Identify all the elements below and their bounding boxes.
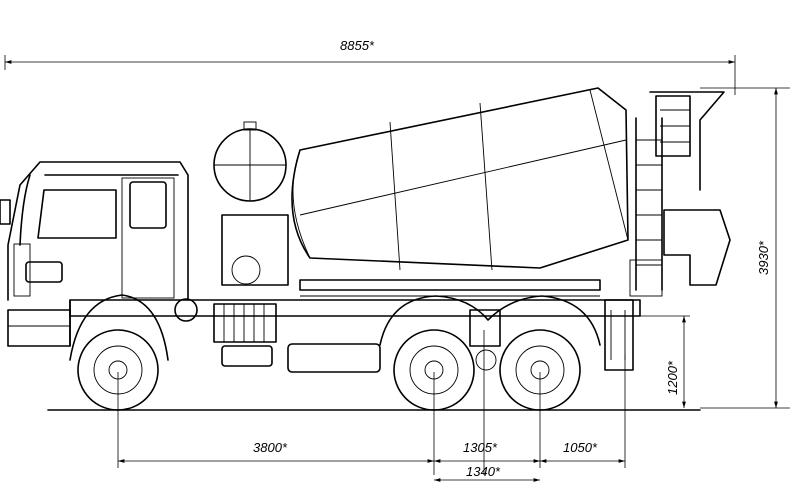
- windshield: [37, 189, 117, 239]
- dimension-frame-height: 1200*: [640, 315, 690, 408]
- spare-tank: [174, 298, 198, 322]
- grille: [13, 243, 31, 297]
- chute-support: [629, 259, 663, 297]
- dimension-overall-length: 8855*: [4, 38, 736, 95]
- air-tank-ribs: [223, 304, 265, 342]
- chassis-frame: [69, 299, 641, 371]
- truck-cab: [7, 161, 189, 347]
- pump: [231, 255, 261, 285]
- air-tank: [213, 303, 277, 343]
- side-mirror: [0, 199, 11, 225]
- dim-label-wheelbase-front: 3800*: [253, 440, 288, 455]
- dim-label-rear-axle-spacing: 1305*: [463, 440, 498, 455]
- rear-ladder: [635, 117, 663, 291]
- dimension-wheelbase: 3800* 1305* 1050* 1340*: [117, 330, 626, 482]
- headlight: [25, 261, 63, 283]
- dim-label-overall-height: 3930*: [756, 240, 771, 275]
- battery-box: [221, 345, 273, 367]
- water-tank: [213, 121, 287, 202]
- fuel-tank: [287, 343, 381, 373]
- rear-wheel-2: [499, 329, 581, 411]
- rear-wheel-1: [393, 329, 475, 411]
- discharge-chute: [663, 209, 731, 286]
- dim-label-frame-height: 1200*: [665, 360, 680, 395]
- drum-support-rail: [299, 279, 601, 291]
- cab-door: [121, 177, 175, 299]
- rear-fender: [379, 295, 601, 346]
- dim-label-rear-axle-group: 1340*: [466, 464, 501, 479]
- dim-label-rear-overhang: 1050*: [563, 440, 598, 455]
- loading-hopper: [649, 91, 725, 191]
- cab-door-window: [129, 181, 167, 229]
- drive-engine: [221, 214, 289, 286]
- front-wheel: [69, 294, 169, 411]
- dim-label-overall-length: 8855*: [340, 38, 375, 53]
- mixer-drum: [291, 87, 629, 271]
- dimension-overall-height: 3930*: [700, 87, 790, 409]
- suspension-hub: [475, 349, 497, 371]
- rear-suspension: [469, 309, 501, 347]
